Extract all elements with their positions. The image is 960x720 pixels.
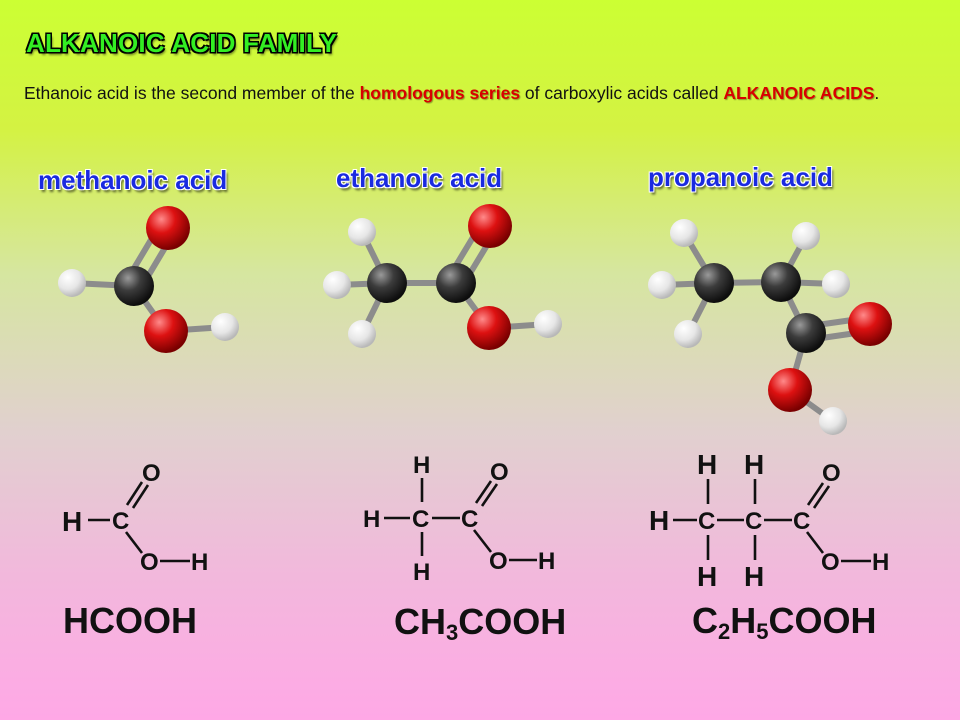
hydrogen-atom: [323, 271, 351, 299]
atom-label-c: C: [112, 508, 129, 535]
atom-label-o: O: [142, 460, 161, 487]
atom-label-c: C: [745, 508, 762, 535]
oxygen-atom: [848, 302, 892, 346]
methanoic-acid-model: [58, 206, 239, 353]
atom-label-c: C: [698, 508, 715, 535]
intro-part-2: of carboxylic acids called: [520, 83, 724, 103]
atom-label-o: O: [822, 460, 841, 487]
atom-label-h: H: [872, 549, 889, 576]
ethanoic-structural-formula: H H C H C O O H: [363, 452, 555, 586]
atom-label-h: H: [744, 561, 764, 592]
atom-label-h: H: [413, 559, 430, 586]
methanoic-acid-label: methanoic acid: [38, 165, 228, 195]
hydrogen-atom: [822, 270, 850, 298]
atom-label-c: C: [793, 508, 810, 535]
oxygen-atom: [467, 306, 511, 350]
hydrogen-atom: [674, 320, 702, 348]
atom-label-o: O: [140, 549, 159, 576]
methanoic-formula: HCOOH: [63, 600, 197, 641]
hydrogen-atom: [648, 271, 676, 299]
atom-label-h: H: [413, 452, 430, 479]
intro-text: Ethanoic acid is the second member of th…: [24, 80, 908, 106]
atom-label-h: H: [649, 505, 669, 536]
hydrogen-atom: [670, 219, 698, 247]
atom-label-o: O: [489, 548, 508, 575]
carbon-atom: [694, 263, 734, 303]
oxygen-atom: [144, 309, 188, 353]
alkanoic-acids-highlight: ALKANOIC ACIDS: [723, 83, 875, 103]
atom-label-h: H: [744, 449, 764, 480]
atom-label-h: H: [191, 549, 208, 576]
oxygen-atom: [146, 206, 190, 250]
formula-part: C: [692, 600, 718, 641]
hydrogen-atom: [211, 313, 239, 341]
propanoic-structural-formula: H H H C C C H H O O H: [649, 449, 889, 592]
atom-label-c: C: [412, 506, 429, 533]
ethanoic-acid-model: [323, 204, 562, 350]
formula-part: COOH: [458, 601, 567, 642]
carbon-atom: [367, 263, 407, 303]
methanoic-structural-formula: H C O O H: [62, 460, 208, 576]
homologous-series-highlight: homologous series: [359, 83, 521, 103]
atom-label-h: H: [538, 548, 555, 575]
formula-part: CH: [394, 601, 446, 642]
propanoic-acid-model: [648, 219, 892, 435]
atom-label-o: O: [490, 459, 509, 486]
atom-label-h: H: [363, 506, 380, 533]
ethanoic-acid-label: ethanoic acid: [336, 163, 503, 193]
atom-label-h: H: [697, 449, 717, 480]
formula-part: COOH: [768, 600, 877, 641]
intro-part-1: Ethanoic acid is the second member of th…: [24, 83, 360, 103]
atom-label-h: H: [62, 506, 82, 537]
hydrogen-atom: [348, 218, 376, 246]
atom-label-h: H: [697, 561, 717, 592]
carbon-atom: [436, 263, 476, 303]
formula-part: H: [730, 600, 757, 641]
hydrogen-atom: [534, 310, 562, 338]
oxygen-atom: [468, 204, 512, 248]
page-title: ALKANOIC ACID FAMILY: [26, 28, 338, 58]
atom-label-o: O: [821, 549, 840, 576]
carbon-atom: [114, 266, 154, 306]
intro-part-3: .: [874, 83, 880, 103]
hydrogen-atom: [348, 320, 376, 348]
formula-subscript: 3: [446, 620, 459, 645]
propanoic-acid-label: propanoic acid: [648, 162, 833, 192]
carbon-atom: [786, 313, 826, 353]
propanoic-formula: C2H5COOH: [692, 600, 877, 644]
ethanoic-formula: CH3COOH: [394, 601, 567, 645]
formula-subscript: 5: [756, 619, 769, 644]
hydrogen-atom: [58, 269, 86, 297]
oxygen-atom: [768, 368, 812, 412]
atom-label-c: C: [461, 506, 478, 533]
carbon-atom: [761, 262, 801, 302]
hydrogen-atom: [819, 407, 847, 435]
formula-subscript: 2: [718, 619, 731, 644]
hydrogen-atom: [792, 222, 820, 250]
